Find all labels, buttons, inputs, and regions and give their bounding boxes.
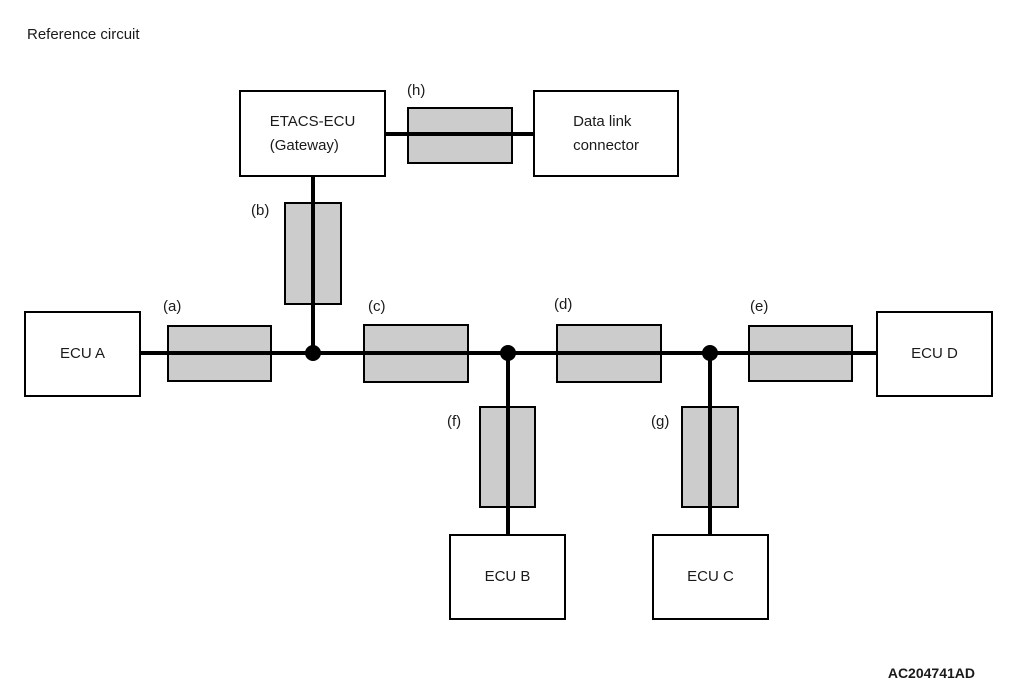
node-ecu-b: ECU B bbox=[449, 534, 566, 620]
junction-dot-1 bbox=[305, 345, 321, 361]
segment-label-h: (h) bbox=[407, 82, 426, 99]
segment-label-a: (a) bbox=[163, 298, 182, 315]
junction-dot-2 bbox=[500, 345, 516, 361]
node-ecu-d: ECU D bbox=[876, 311, 993, 397]
wire-etacs-to-bus bbox=[311, 177, 315, 355]
segment-label-b: (b) bbox=[251, 202, 270, 219]
wire-bus-to-ecu-b bbox=[506, 353, 510, 534]
wire-etacs-to-datalink bbox=[386, 132, 533, 136]
etacs-label-line1: ETACS-ECU bbox=[269, 113, 356, 131]
node-etacs-ecu-gateway: ETACS-ECU (Gateway) bbox=[239, 90, 386, 177]
dlc-label-line2: connector bbox=[573, 136, 639, 154]
ecu-d-label: ECU D bbox=[911, 345, 958, 363]
node-ecu-a: ECU A bbox=[24, 311, 141, 397]
diagram-title: Reference circuit bbox=[27, 26, 140, 43]
node-data-link-connector: Data link connector bbox=[533, 90, 679, 177]
ecu-a-label: ECU A bbox=[59, 345, 105, 363]
figure-code: AC204741AD bbox=[887, 665, 975, 681]
dlc-label-line1: Data link bbox=[573, 113, 632, 131]
node-ecu-c: ECU C bbox=[652, 534, 769, 620]
junction-dot-3 bbox=[702, 345, 718, 361]
segment-label-g: (g) bbox=[651, 413, 670, 430]
segment-label-e: (e) bbox=[750, 298, 769, 315]
ecu-b-label: ECU B bbox=[484, 568, 531, 586]
segment-label-f: (f) bbox=[447, 413, 462, 430]
wire-bus-to-ecu-c bbox=[708, 353, 712, 534]
ecu-c-label: ECU C bbox=[687, 568, 734, 586]
segment-label-d: (d) bbox=[554, 296, 573, 313]
segment-label-c: (c) bbox=[368, 298, 386, 315]
etacs-label-line2: (Gateway) bbox=[269, 136, 339, 154]
